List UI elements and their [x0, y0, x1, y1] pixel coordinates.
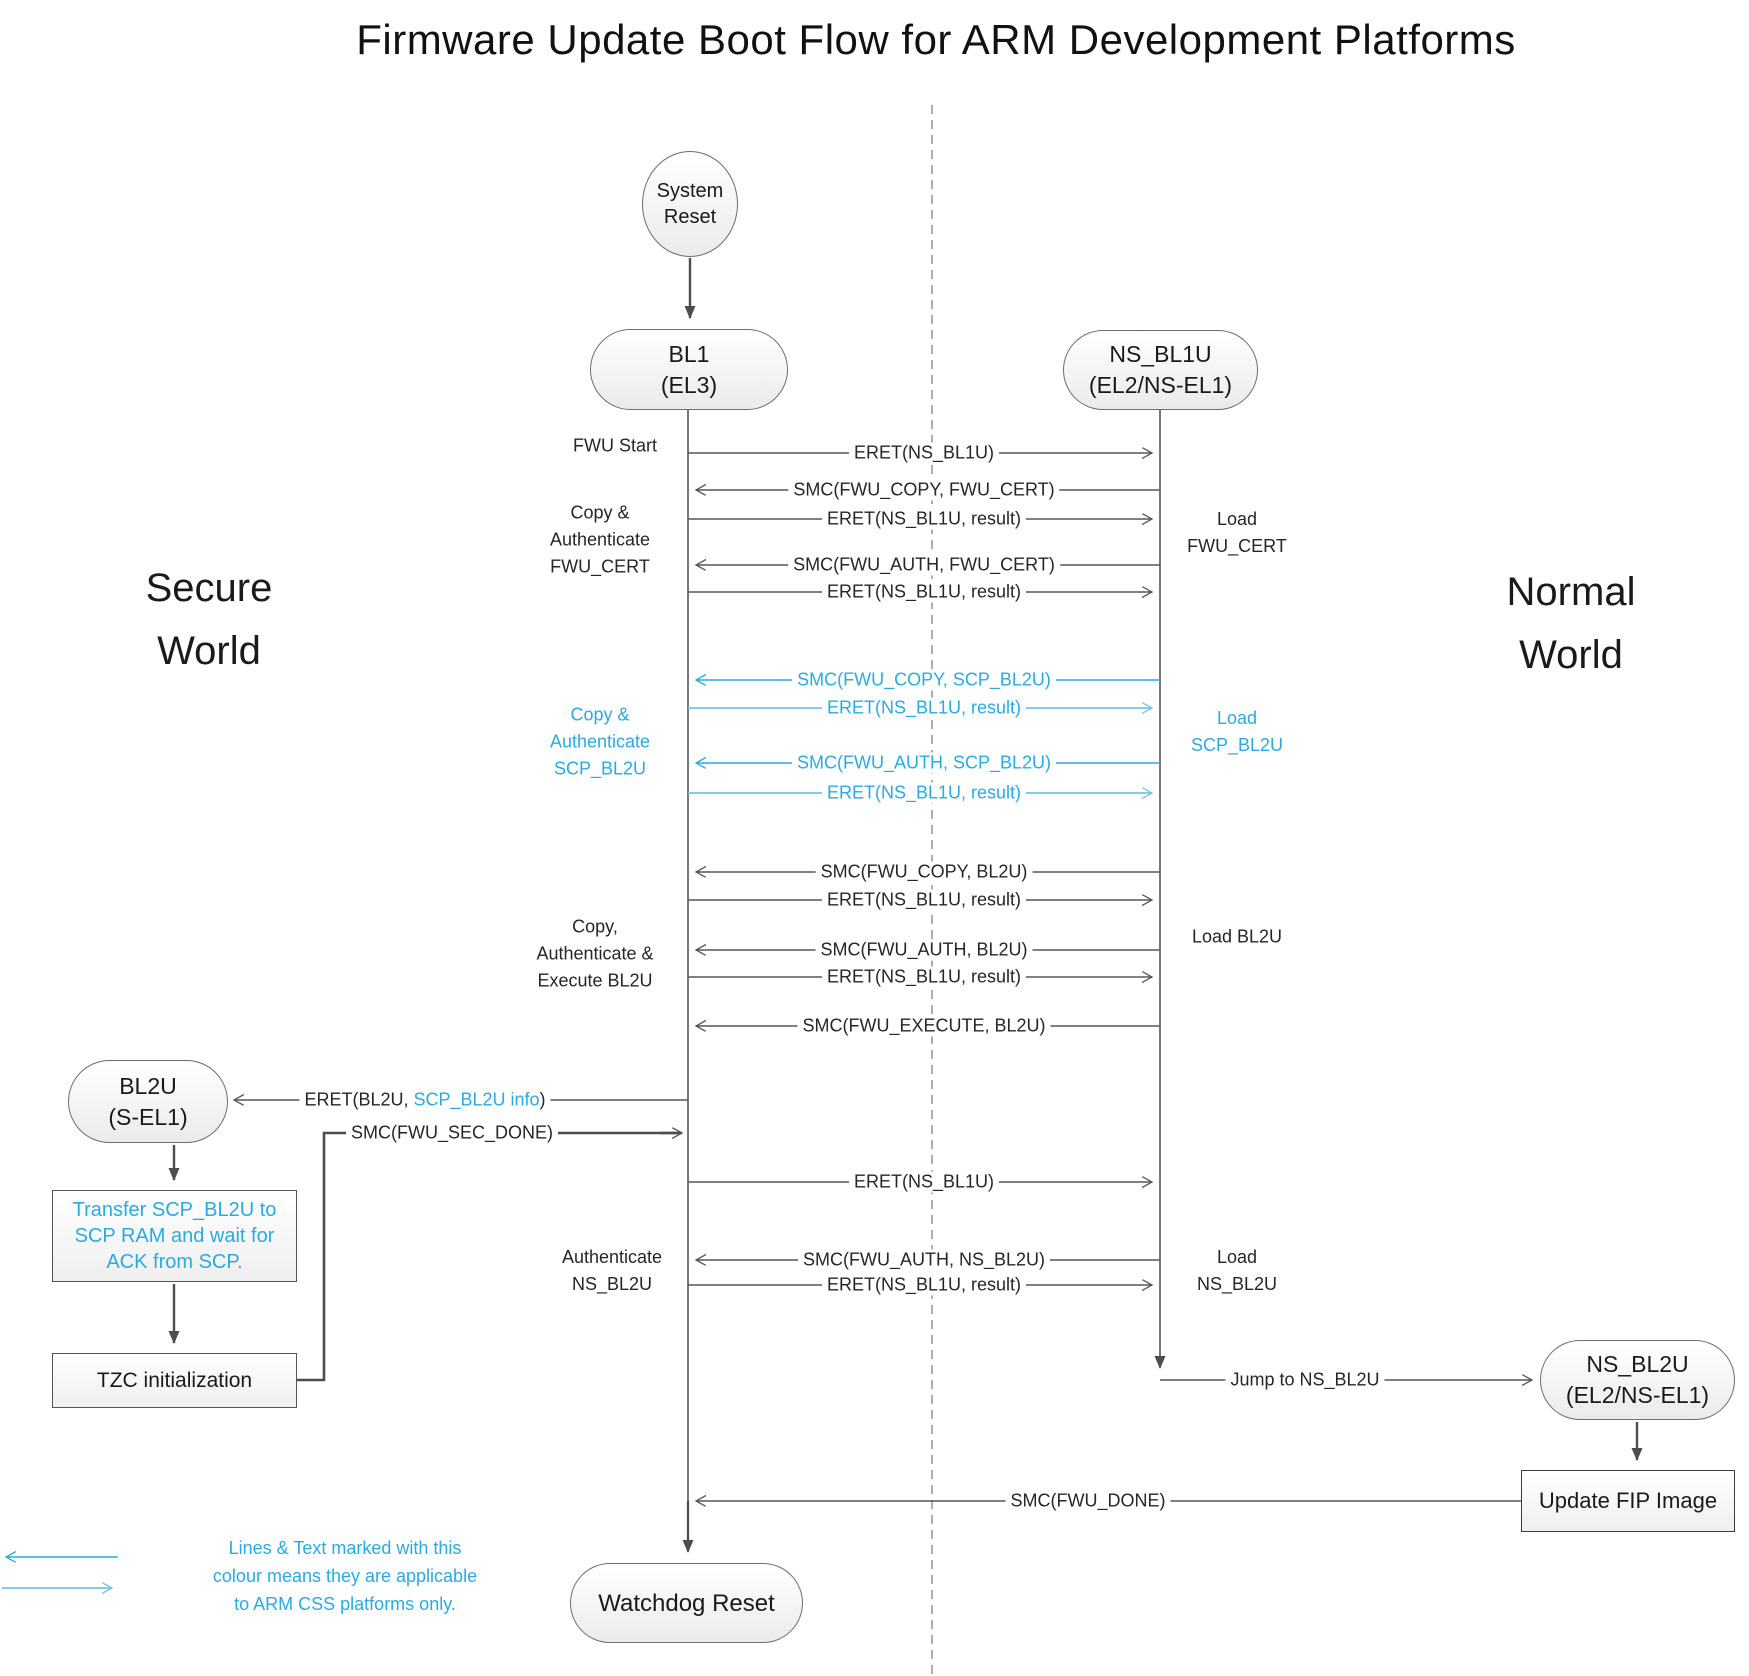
activity-copy-auth-exec-bl2u: Copy, Authenticate & Execute BL2U [536, 914, 653, 995]
ns-bl2u-line1: NS_BL2U [1586, 1351, 1689, 1377]
load-scp-bl2u-line1: Load [1216, 708, 1258, 728]
activity-copy-auth-scp-bl2u-css: Copy & Authenticate SCP_BL2U [550, 702, 650, 783]
bl1-node: BL1 (EL3) [590, 329, 788, 410]
eret-bl2u-part2-css: SCP_BL2U info [413, 1089, 540, 1110]
eret-bl2u-part3: ) [539, 1089, 546, 1110]
activity-fwu-start: FWU Start [573, 435, 657, 456]
watchdog-reset-label: Watchdog Reset [598, 1589, 775, 1617]
copy-auth-fwu-cert-line3: FWU_CERT [550, 556, 650, 577]
legend-line2: colour means they are applicable [212, 1566, 478, 1586]
bl2u-line1: BL2U [119, 1072, 177, 1099]
activity-load-ns-bl2u: Load NS_BL2U [1197, 1244, 1277, 1298]
secure-world-label: Secure World [146, 557, 273, 683]
transfer-line3: ACK from SCP. [106, 1251, 243, 1273]
secure-world-line2: World [157, 629, 261, 673]
msg-label-smc-fwu-copy-scp-bl2u: SMC(FWU_COPY, SCP_BL2U) [792, 669, 1056, 691]
activity-load-scp-bl2u-css: Load SCP_BL2U [1191, 705, 1283, 759]
ns-bl1u-node: NS_BL1U (EL2/NS-EL1) [1063, 330, 1258, 410]
tzc-init-box: TZC initialization [52, 1353, 297, 1408]
msg-label-smc-fwu-auth-bl2u: SMC(FWU_AUTH, BL2U) [815, 939, 1033, 961]
legend-note: Lines & Text marked with this colour mea… [213, 1534, 477, 1618]
eret-bl2u-part1: ERET(BL2U, [304, 1089, 414, 1110]
normal-world-line1: Normal [1506, 570, 1636, 614]
bl2u-node: BL2U (S-EL1) [68, 1060, 228, 1143]
auth-ns-bl2u-line1: Authenticate [561, 1247, 663, 1267]
msg-label-eret-result: ERET(NS_BL1U, result) [821, 889, 1027, 911]
msg-label-smc-fwu-done: SMC(FWU_DONE) [1005, 1490, 1171, 1512]
ns-bl2u-node: NS_BL2U (EL2/NS-EL1) [1540, 1340, 1735, 1420]
watchdog-reset-node: Watchdog Reset [570, 1563, 803, 1643]
legend-line3: to ARM CSS platforms only. [234, 1594, 456, 1614]
load-fwu-cert-line2: FWU_CERT [1187, 536, 1287, 556]
msg-label-smc-fwu-auth-scp-bl2u: SMC(FWU_AUTH, SCP_BL2U) [791, 752, 1057, 774]
msg-label-eret-result-css: ERET(NS_BL1U, result) [821, 697, 1027, 719]
msg-label-smc-fwu-copy-fwu-cert: SMC(FWU_COPY, FWU_CERT) [788, 479, 1060, 501]
load-ns-bl2u-line2: NS_BL2U [1196, 1274, 1278, 1294]
system-reset-line1: System [656, 180, 724, 202]
msg-label-eret-result-css: ERET(NS_BL1U, result) [821, 782, 1027, 804]
system-reset-node: System Reset [642, 151, 738, 257]
msg-label-smc-fwu-sec-done: SMC(FWU_SEC_DONE) [345, 1122, 559, 1144]
tzc-init-label: TZC initialization [96, 1368, 253, 1392]
msg-label-smc-fwu-auth-fwu-cert: SMC(FWU_AUTH, FWU_CERT) [788, 554, 1060, 576]
update-fip-box: Update FIP Image [1521, 1470, 1735, 1532]
msg-label-eret-ns-bl1u: ERET(NS_BL1U) [848, 1171, 1000, 1193]
transfer-line2: SCP RAM and wait for [74, 1225, 275, 1247]
msg-label-eret-result: ERET(NS_BL1U, result) [821, 508, 1027, 530]
msg-label-eret-ns-bl1u: ERET(NS_BL1U) [848, 442, 1000, 464]
secure-world-line1: Secure [145, 566, 273, 610]
msg-label-eret-bl2u: ERET(BL2U, SCP_BL2U info) [299, 1089, 551, 1111]
update-fip-label: Update FIP Image [1538, 1488, 1718, 1513]
copy-auth-scp-bl2u-line2: Authenticate [549, 731, 651, 752]
copy-auth-exec-bl2u-line2: Authenticate & [536, 943, 654, 964]
msg-label-smc-fwu-copy-bl2u: SMC(FWU_COPY, BL2U) [815, 861, 1033, 883]
diagram-title: Firmware Update Boot Flow for ARM Develo… [356, 16, 1516, 63]
copy-auth-fwu-cert-line2: Authenticate [549, 529, 651, 550]
copy-auth-scp-bl2u-line1: Copy & [570, 704, 630, 725]
activity-load-fwu-cert: Load FWU_CERT [1187, 506, 1287, 560]
copy-auth-scp-bl2u-line3: SCP_BL2U [553, 758, 647, 779]
ns-bl2u-line2: (EL2/NS-EL1) [1565, 1382, 1710, 1408]
load-fwu-cert-line1: Load [1216, 509, 1258, 529]
copy-auth-exec-bl2u-line1: Copy, [572, 916, 618, 937]
activity-auth-ns-bl2u: Authenticate NS_BL2U [562, 1244, 662, 1298]
copy-auth-exec-bl2u-line3: Execute BL2U [537, 970, 653, 991]
msg-label-smc-fwu-execute-bl2u: SMC(FWU_EXECUTE, BL2U) [797, 1015, 1051, 1037]
copy-auth-fwu-cert-line1: Copy & [570, 502, 630, 523]
activity-copy-auth-fwu-cert: Copy & Authenticate FWU_CERT [550, 500, 650, 581]
normal-world-label: Normal World [1507, 561, 1636, 687]
legend-line1: Lines & Text marked with this [228, 1538, 462, 1558]
activity-load-bl2u: Load BL2U [1191, 926, 1283, 947]
bl1-line1: BL1 [668, 340, 710, 367]
ns-bl1u-line2: (EL2/NS-EL1) [1088, 372, 1233, 398]
bl1-line2: (EL3) [660, 371, 718, 398]
msg-label-smc-fwu-auth-ns-bl2u: SMC(FWU_AUTH, NS_BL2U) [797, 1249, 1051, 1271]
msg-label-eret-result: ERET(NS_BL1U, result) [821, 1274, 1027, 1296]
load-ns-bl2u-line1: Load [1216, 1247, 1258, 1267]
msg-label-eret-result: ERET(NS_BL1U, result) [821, 581, 1027, 603]
normal-world-line2: World [1519, 633, 1623, 677]
load-scp-bl2u-line2: SCP_BL2U [1190, 735, 1284, 755]
msg-label-eret-result: ERET(NS_BL1U, result) [821, 966, 1027, 988]
transfer-line1: Transfer SCP_BL2U to [72, 1199, 277, 1221]
auth-ns-bl2u-line2: NS_BL2U [571, 1274, 653, 1294]
system-reset-line2: Reset [663, 206, 717, 228]
ns-bl1u-line1: NS_BL1U [1109, 341, 1212, 367]
msg-label-jump-to-ns-bl2u: Jump to NS_BL2U [1225, 1369, 1385, 1391]
bl2u-line2: (S-EL1) [108, 1103, 188, 1130]
transfer-scp-bl2u-box: Transfer SCP_BL2U to SCP RAM and wait fo… [52, 1190, 297, 1282]
